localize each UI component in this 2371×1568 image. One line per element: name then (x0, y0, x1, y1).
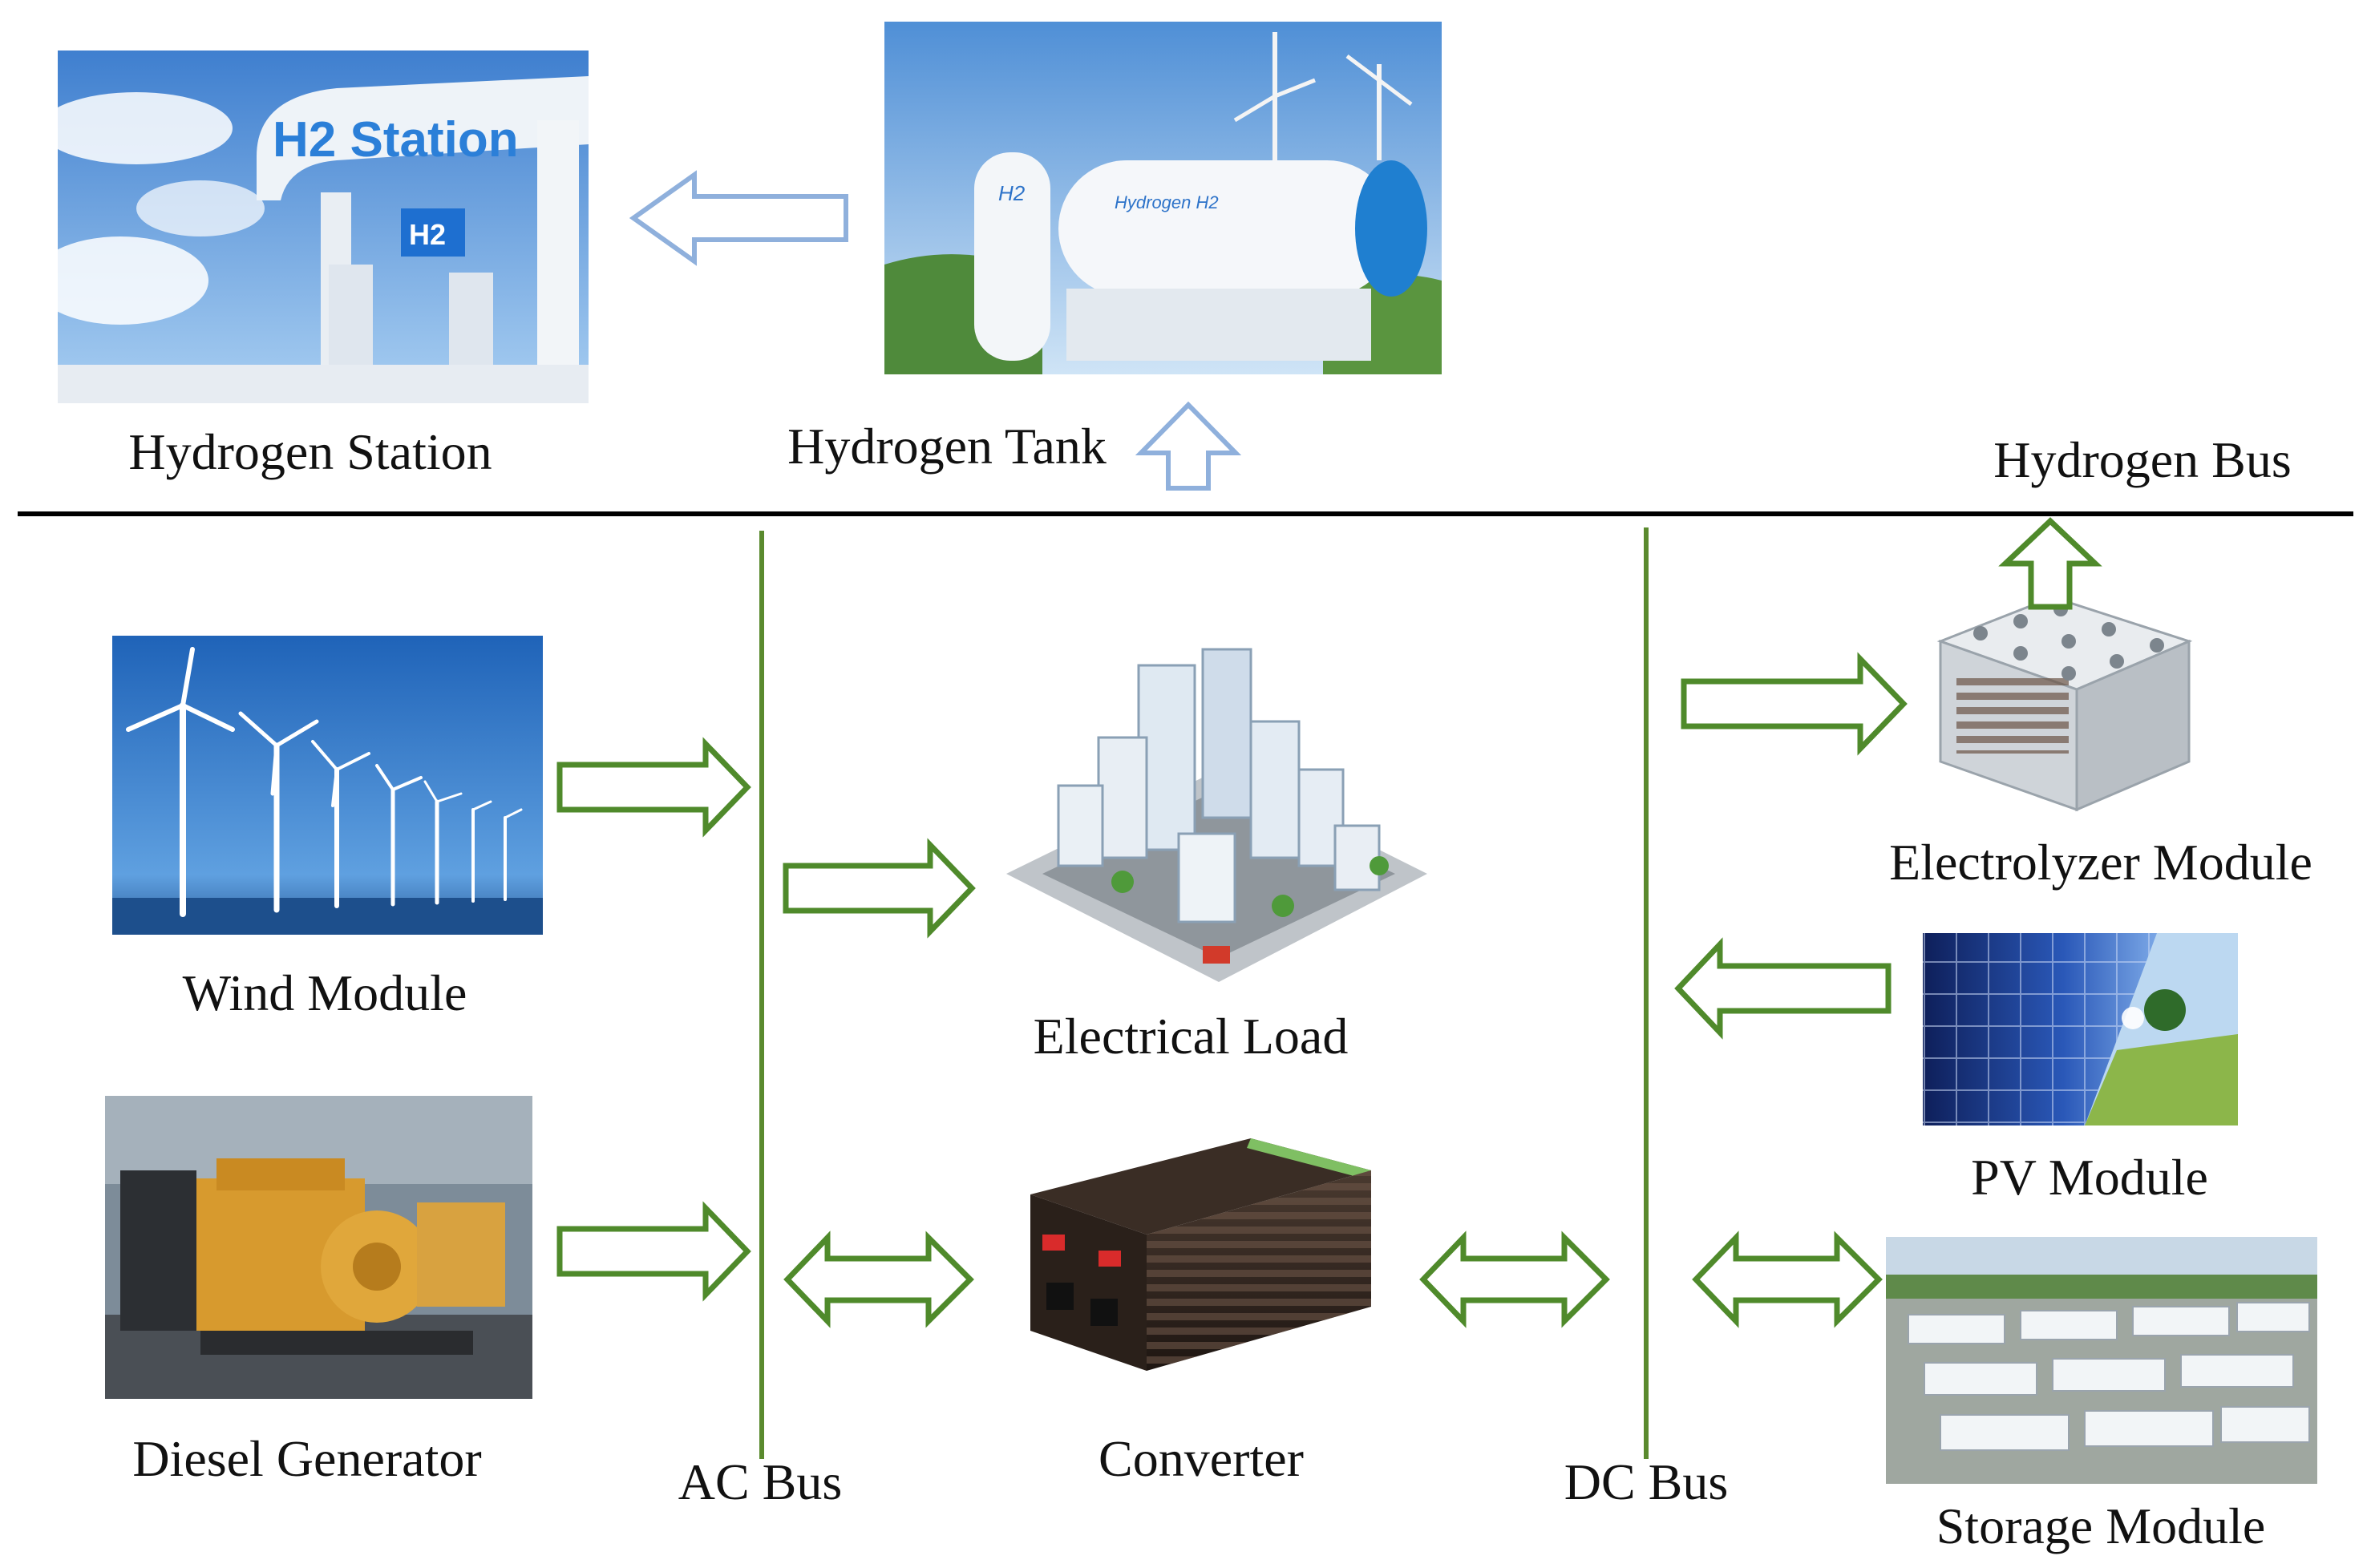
wind-module-image (112, 636, 543, 935)
electrolyzer-module-label: Electrolyzer Module (1889, 834, 2312, 891)
tank-h2-text: H2 (998, 181, 1026, 205)
electrical-load-label: Electrical Load (1034, 1008, 1349, 1065)
diesel-generator-label: Diesel Generator (132, 1430, 481, 1487)
converter-image (1030, 1138, 1371, 1371)
wind-module-label: Wind Module (183, 964, 467, 1021)
dc-to-electrolyzer-arrow (1681, 652, 1908, 756)
converter-dc-double-arrow (1419, 1231, 1610, 1328)
hydrogen-tank-label: Hydrogen Tank (787, 418, 1107, 475)
hydrogen-bus-label: Hydrogen Bus (1993, 431, 2292, 488)
dc-bus-label: DC Bus (1564, 1453, 1729, 1510)
hydrogen-tank-image: H2 Hydrogen H2 (884, 22, 1442, 374)
converter-label: Converter (1099, 1430, 1304, 1487)
hydrogen-station-image: H2 Station H2 (32, 51, 589, 403)
storage-module-image (1886, 1237, 2317, 1484)
tank-up-arrow (1135, 401, 1242, 491)
ac-bus-label: AC Bus (678, 1453, 843, 1510)
station-sign-text: H2 Station (273, 112, 519, 168)
diesel-to-ac-arrow (556, 1201, 751, 1302)
pv-to-dc-arrow (1674, 937, 1892, 1040)
station-pump-text: H2 (409, 218, 446, 251)
hydrogen-station-label: Hydrogen Station (128, 423, 492, 480)
ac-converter-double-arrow (783, 1231, 974, 1328)
electrolyzer-to-h2bus-arrow (1998, 517, 2102, 610)
storage-module-label: Storage Module (1936, 1497, 2266, 1554)
dc-storage-double-arrow (1692, 1231, 1883, 1328)
pv-module-label: PV Module (1971, 1149, 2208, 1206)
pv-module-image (1923, 933, 2238, 1125)
wind-to-ac-arrow (556, 737, 751, 838)
electrical-load-image (1006, 648, 1427, 982)
tank-brand-text: Hydrogen H2 (1115, 192, 1219, 212)
ac-to-load-arrow (783, 838, 976, 939)
electrolyzer-module-image (1936, 596, 2193, 812)
station-left-arrow (629, 170, 848, 266)
diesel-generator-image (105, 1096, 532, 1399)
